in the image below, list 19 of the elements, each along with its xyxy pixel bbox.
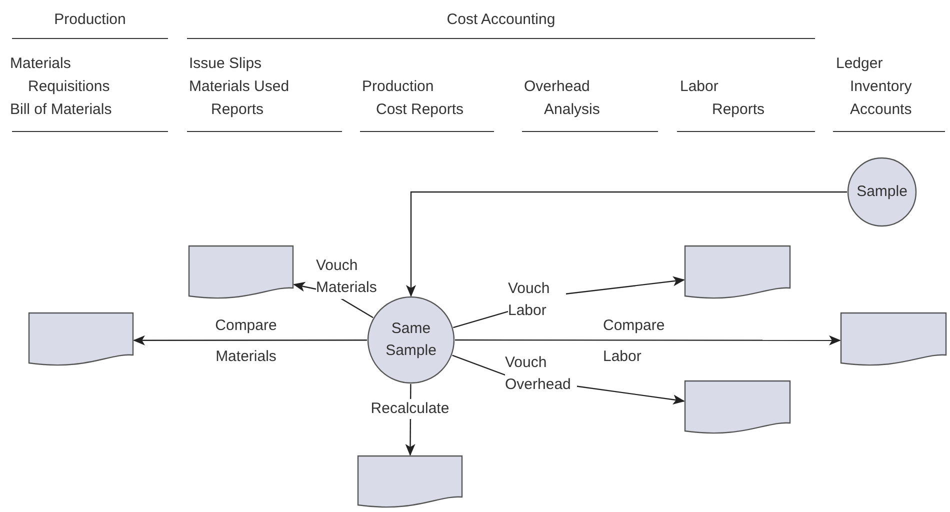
column-heading: Ledger Inventory Accounts: [836, 54, 913, 120]
arrow: [133, 335, 367, 346]
circle-node: [367, 296, 455, 384]
column-heading: Labor Reports: [680, 77, 766, 120]
circle-node: [847, 157, 917, 227]
column-heading: Bill of Materials: [10, 100, 113, 120]
column-heading: Cost Accounting: [446, 10, 556, 30]
column-heading: Overhead Analysis: [524, 77, 601, 120]
arrow: [455, 335, 841, 346]
arrow: [406, 191, 847, 297]
node-label: Sample: [856, 182, 908, 202]
column-heading: Materials Used Reports: [189, 77, 290, 120]
column-heading: Production Cost Reports: [362, 77, 465, 120]
edge-label: Compare Materials: [214, 316, 278, 367]
column-heading: Materials Requisitions: [10, 54, 111, 97]
node-label: Same Sample: [384, 319, 438, 361]
edge-label: Compare Labor: [603, 316, 666, 367]
column-heading: Issue Slips: [189, 54, 263, 74]
column-heading: Production: [53, 10, 127, 30]
